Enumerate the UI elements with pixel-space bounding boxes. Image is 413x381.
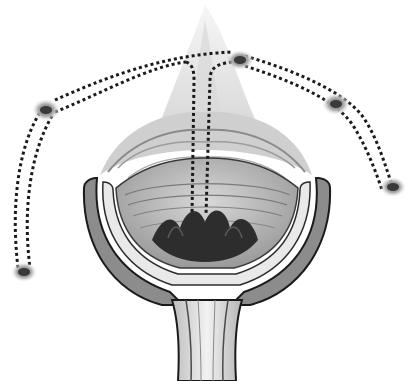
fixation-point-upper-right	[322, 93, 350, 115]
fixation-point-top-center	[226, 50, 254, 70]
fixation-point-lower-left	[11, 262, 37, 282]
fixation-point-upper-left	[32, 99, 60, 121]
fixation-point-far-right	[380, 177, 406, 197]
canal	[172, 300, 242, 381]
